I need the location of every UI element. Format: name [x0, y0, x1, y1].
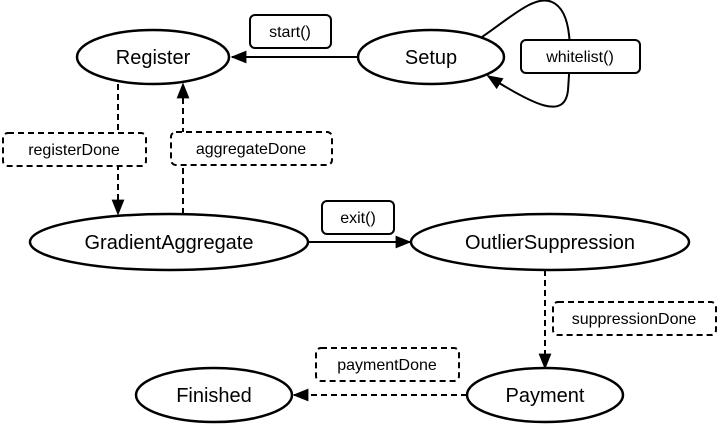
state-outlier-suppression: OutlierSuppression [409, 212, 691, 272]
transition-suppression-done: suppressionDone [552, 301, 717, 336]
transition-register-done: registerDone [2, 132, 147, 167]
transition-start: start() [249, 14, 332, 49]
transition-payment-done: paymentDone [315, 347, 460, 382]
state-gradient-aggregate-label: GradientAggregate [84, 232, 253, 254]
state-outlier-suppression-label: OutlierSuppression [465, 232, 635, 254]
state-finished-label: Finished [176, 385, 252, 407]
transition-register-done-label: registerDone [28, 142, 120, 159]
transition-exit: exit() [321, 200, 395, 235]
transition-suppression-done-label: suppressionDone [572, 311, 697, 328]
transition-aggregate-done: aggregateDone [170, 131, 333, 166]
transition-aggregate-done-label: aggregateDone [196, 141, 306, 158]
transition-whitelist-label: whitelist() [545, 49, 614, 66]
state-register-label: Register [116, 47, 191, 69]
state-setup-label: Setup [405, 47, 457, 69]
state-finished: Finished [134, 366, 294, 424]
transition-whitelist: whitelist() [520, 39, 641, 74]
state-payment-label: Payment [506, 385, 585, 407]
transition-payment-done-label: paymentDone [337, 357, 437, 374]
state-setup: Setup [356, 28, 506, 86]
state-register: Register [75, 28, 231, 86]
state-payment: Payment [465, 366, 625, 424]
state-gradient-aggregate: GradientAggregate [28, 212, 310, 272]
transition-start-label: start() [269, 24, 311, 41]
transition-exit-label: exit() [340, 210, 376, 227]
